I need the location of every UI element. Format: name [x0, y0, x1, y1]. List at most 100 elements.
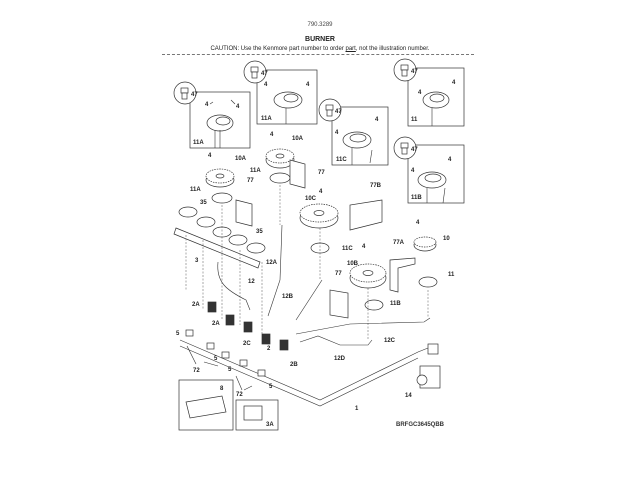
screw-icon — [243, 385, 253, 391]
callout-10a: 10A — [235, 156, 247, 162]
callout-14: 14 — [405, 393, 412, 399]
part-link[interactable]: part — [345, 46, 356, 52]
valve-icon — [243, 321, 253, 333]
callout-12b: 12B — [282, 294, 294, 300]
callout-10a: 10A — [292, 136, 304, 142]
igniter-11c: 11C — [310, 242, 353, 254]
callout-47: 47 — [335, 109, 342, 115]
callout-5: 5 — [228, 367, 232, 373]
detail-frame — [407, 67, 465, 127]
manifold-pipe — [179, 339, 429, 401]
callout-3a: 3A — [266, 422, 274, 428]
manifold-pipe-edge — [179, 345, 419, 407]
burner-center — [313, 210, 325, 216]
callout-4: 4 — [319, 189, 323, 195]
callout-47: 47 — [411, 147, 418, 153]
stem — [442, 187, 446, 204]
burner-base-10: 10 4 — [413, 220, 450, 252]
burner-center — [215, 173, 225, 179]
callout-47: 47 — [261, 71, 268, 77]
callout-4: 4 — [375, 117, 379, 123]
screw-icon — [235, 375, 243, 391]
tube-12b — [295, 279, 323, 321]
callout-12a: 12A — [266, 260, 278, 266]
bracket-77-center: 77 — [289, 159, 325, 189]
igniter-11: 11 — [418, 272, 455, 288]
clip-icon — [239, 359, 248, 367]
regulator-fitting-icon — [427, 343, 439, 355]
igniter-11b: 11B — [364, 299, 401, 311]
detail-box-11c: 47 4 4 11C — [318, 98, 389, 166]
manifold-pipe-1: 1 — [179, 339, 429, 412]
callout-4: 4 — [264, 82, 268, 88]
burner-bar-3: 3 — [173, 227, 261, 269]
stem — [369, 149, 373, 164]
callout-47: 47 — [191, 92, 198, 98]
callout-11a: 11A — [193, 140, 204, 146]
callout-2: 2 — [267, 346, 271, 352]
callout-2a: 2A — [212, 321, 220, 327]
callout-4: 4 — [236, 104, 240, 110]
bracket-icon — [289, 159, 306, 189]
clip-icon — [185, 329, 194, 337]
detail-box-11a-center: 47 4 4 11A — [243, 60, 318, 125]
callout-4: 4 — [205, 102, 209, 108]
tube-12c — [295, 317, 431, 335]
burner-ring-icon — [413, 236, 437, 248]
callout-77: 77 — [335, 271, 342, 277]
valve-icon — [225, 314, 235, 326]
diagram-part-number: 790.3289 — [307, 22, 333, 28]
callout-4: 4 — [208, 153, 212, 159]
clip-icon — [257, 369, 266, 377]
callout-77: 77 — [247, 178, 254, 184]
bolt-47-shank — [326, 109, 333, 117]
callout-72: 72 — [236, 392, 243, 398]
callout-11a: 11A — [250, 168, 261, 174]
alignment-lines — [185, 185, 429, 340]
callout-5: 5 — [269, 384, 273, 390]
callout-5: 5 — [214, 356, 218, 362]
igniter-11a-center: 11A — [250, 168, 291, 184]
callout-77: 77 — [318, 170, 325, 176]
callout-4: 4 — [270, 132, 274, 138]
callout-77b: 77B — [370, 183, 382, 189]
bolt-47-icon — [250, 66, 259, 73]
tube-12 — [217, 261, 251, 311]
bolt-47-shank — [401, 69, 408, 77]
callout-2a: 2A — [192, 302, 200, 308]
callout-3: 3 — [195, 258, 199, 264]
callout-2b: 2B — [290, 362, 298, 368]
igniter-icon — [418, 276, 438, 288]
callout-8: 8 — [220, 386, 224, 392]
callout-11b: 11B — [390, 301, 401, 307]
burner-base-10c: 10C 4 — [299, 189, 339, 229]
burner-cap-icon — [246, 242, 266, 254]
leader — [230, 99, 236, 105]
valve-icon — [207, 301, 217, 313]
caution-note: CAUTION: Use the Kenmore part number to … — [0, 46, 640, 52]
screw-icon — [186, 345, 197, 365]
clip-icon — [206, 342, 215, 350]
screw-icon — [203, 361, 219, 367]
igniter-icon — [310, 242, 330, 254]
detail-frame — [256, 69, 318, 125]
callout-11c: 11C — [336, 157, 347, 163]
callout-35: 35 — [256, 229, 263, 235]
burner-cap-icon — [196, 216, 216, 228]
detail-box-11a-left: 47 4 4 11A — [173, 81, 251, 149]
diagram-title: BURNER — [305, 36, 335, 43]
callout-5: 5 — [176, 331, 180, 337]
gas-valves: 2A 2A 2C 2 2B — [192, 301, 298, 368]
callout-10: 10 — [443, 236, 450, 242]
bracket-icon — [389, 257, 416, 293]
callout-12c: 12C — [384, 338, 396, 344]
bracket-77-lower: 77 — [329, 271, 349, 319]
callout-77a: 77A — [393, 240, 405, 246]
detail-box-11: 47 4 4 11 — [393, 58, 465, 127]
callout-11a: 11A — [190, 187, 201, 193]
detail-box-11b: 47 4 4 11B — [393, 136, 465, 204]
clips-and-screws: 5 5 5 5 72 72 — [176, 329, 273, 398]
burner-base-10b: 10B 4 — [347, 244, 387, 289]
bolt-47-icon — [400, 142, 409, 149]
igniter-switch-top — [424, 173, 442, 183]
